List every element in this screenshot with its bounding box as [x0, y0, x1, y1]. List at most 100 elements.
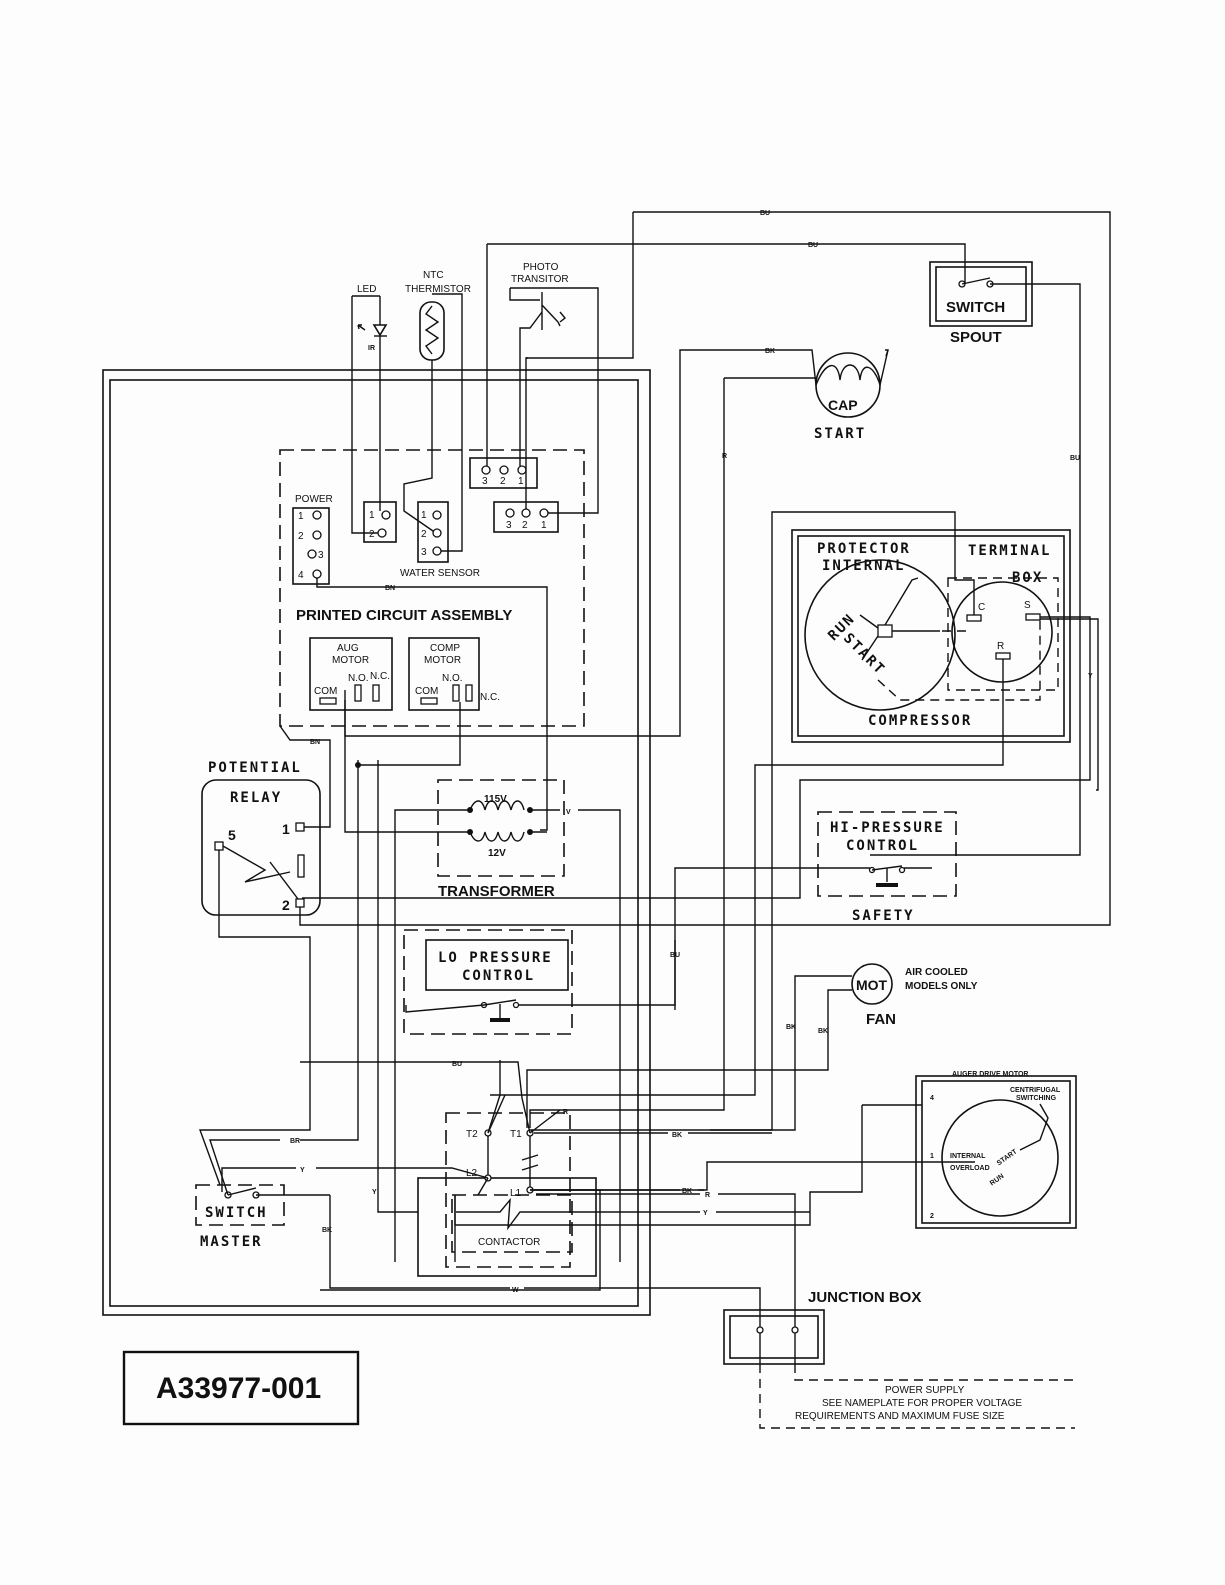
ntc-label: NTC: [423, 270, 444, 281]
wire-bk-fan-2: BK: [818, 1028, 828, 1035]
wire-br: BR: [290, 1138, 300, 1145]
spout-switch-label: SWITCH: [946, 299, 1005, 316]
contactor-body: [417, 1177, 597, 1277]
ws-pin-2: 2: [421, 529, 427, 540]
spout-switch-inner: [935, 266, 1027, 322]
compressor-inner: [797, 535, 1065, 737]
water-sensor-connector: [417, 501, 449, 563]
lo-pressure-control-label: CONTROL: [462, 968, 535, 984]
protector-label: PROTECTOR: [817, 541, 911, 557]
control-box-inner: [109, 379, 639, 1307]
comp-motor-label: MOTOR: [424, 655, 461, 666]
master-switch-label: SWITCH: [205, 1205, 268, 1221]
transformer-label: TRANSFORMER: [438, 883, 555, 900]
led-label: LED: [357, 284, 376, 295]
thermistor-label: THERMISTOR: [405, 284, 471, 295]
power-pin-2: 2: [298, 531, 304, 542]
comp-nc-label: N.C.: [480, 692, 500, 703]
photo-label: PHOTO: [523, 262, 559, 273]
contactor-coil-box: [451, 1194, 573, 1253]
terminal-s: S: [1024, 600, 1031, 611]
thermistor-body: [419, 301, 445, 361]
centrifugal-label: CENTRIFUGAL: [1010, 1087, 1061, 1094]
wire-bu-top-1: BU: [760, 210, 770, 217]
nameplate-line-1: SEE NAMEPLATE FOR PROPER VOLTAGE: [822, 1398, 1022, 1409]
auger-pin-1: 1: [930, 1153, 934, 1160]
aug-no-label: N.O.: [348, 673, 369, 684]
contactor-t2: T2: [466, 1129, 478, 1140]
part-number-box: [122, 1350, 360, 1426]
contactor-t1: T1: [510, 1129, 522, 1140]
aug-label: AUG: [337, 643, 359, 654]
junction-box-outer: [723, 1309, 825, 1365]
auger-motor-outer: [915, 1075, 1077, 1229]
power-pin-4: 4: [298, 570, 304, 581]
wire-bk-fan-1: BK: [786, 1024, 796, 1031]
upper-pin-3: 3: [482, 476, 488, 487]
wire-y-contactor: Y: [703, 1210, 708, 1217]
led-pin-2: 2: [369, 529, 375, 540]
air-cooled-label: AIR COOLED: [905, 967, 968, 978]
water-sensor-label: WATER SENSOR: [400, 568, 480, 579]
pca-label: PRINTED CIRCUIT ASSEMBLY: [296, 607, 512, 624]
potential-relay: [201, 779, 321, 916]
aug-com-label: COM: [314, 686, 337, 697]
lower-pin-3: 3: [506, 520, 512, 531]
comp-no-label: N.O.: [442, 673, 463, 684]
terminal-board: [951, 581, 1053, 683]
comp-label: COMP: [430, 643, 460, 654]
cap-label: CAP: [828, 397, 858, 413]
junction-box-inner: [729, 1315, 819, 1359]
spout-label: SPOUT: [950, 329, 1002, 346]
terminal-r: R: [997, 641, 1004, 652]
lower-pin-1: 1: [541, 520, 547, 531]
power-supply-label: POWER SUPPLY: [885, 1385, 965, 1396]
wire-w: W: [512, 1287, 519, 1294]
lo-pressure-control: [403, 929, 573, 1035]
compressor-motor: [804, 559, 956, 711]
aug-nc-label: N.C.: [370, 671, 390, 682]
wire-y-comp: Y: [1088, 673, 1093, 680]
fan-motor: [851, 963, 893, 1005]
contactor-label: CONTACTOR: [478, 1237, 540, 1248]
terminal-label: TERMINAL: [968, 543, 1051, 559]
wire-r-cap: R: [722, 453, 727, 460]
auger-overload-label: OVERLOAD: [950, 1165, 990, 1172]
hi-pressure-control: [817, 811, 957, 897]
junction-box-label: JUNCTION BOX: [808, 1289, 921, 1306]
spout-switch-outer: [929, 261, 1033, 327]
photo-connector-upper: [469, 457, 538, 489]
wire-y-master: Y: [300, 1167, 305, 1174]
upper-pin-1: 1: [518, 476, 524, 487]
auger-start-label: START: [996, 1148, 1019, 1167]
power-label: POWER: [295, 494, 333, 505]
hi-pressure-control-label: CONTROL: [846, 838, 919, 854]
auger-pin-4: 4: [930, 1095, 934, 1102]
relay-pin-1: 1: [282, 821, 290, 837]
wire-bu-spout: BU: [1070, 455, 1080, 462]
compressor-label: COMPRESSOR: [868, 713, 972, 729]
wire-y-vertical: Y: [372, 1189, 377, 1196]
hi-pressure-label: HI-PRESSURE: [830, 820, 945, 836]
transitor-label: TRANSITOR: [511, 274, 569, 285]
power-pin-3: 3: [318, 550, 324, 561]
relay-pin-2: 2: [282, 897, 290, 913]
aug-motor-relay: [309, 637, 393, 711]
wire-r-contactor: R: [563, 1109, 568, 1116]
master-label: MASTER: [200, 1234, 263, 1250]
auger-drive-motor-label: AUGER DRIVE MOTOR: [952, 1071, 1029, 1078]
transformer-115v: 115V: [484, 794, 507, 805]
part-number-label: A33977-001: [156, 1372, 321, 1405]
power-pin-1: 1: [298, 511, 304, 522]
models-only-label: MODELS ONLY: [905, 981, 978, 992]
led-pin-1: 1: [369, 510, 375, 521]
fan-mot-label: MOT: [856, 977, 888, 993]
wire-bn-1: BN: [385, 585, 395, 592]
compressor-outer: [791, 529, 1071, 743]
fan-label: FAN: [866, 1011, 896, 1028]
aug-motor-label: MOTOR: [332, 655, 369, 666]
auger-internal-label: INTERNAL: [950, 1153, 986, 1160]
power-connector: [292, 507, 330, 585]
